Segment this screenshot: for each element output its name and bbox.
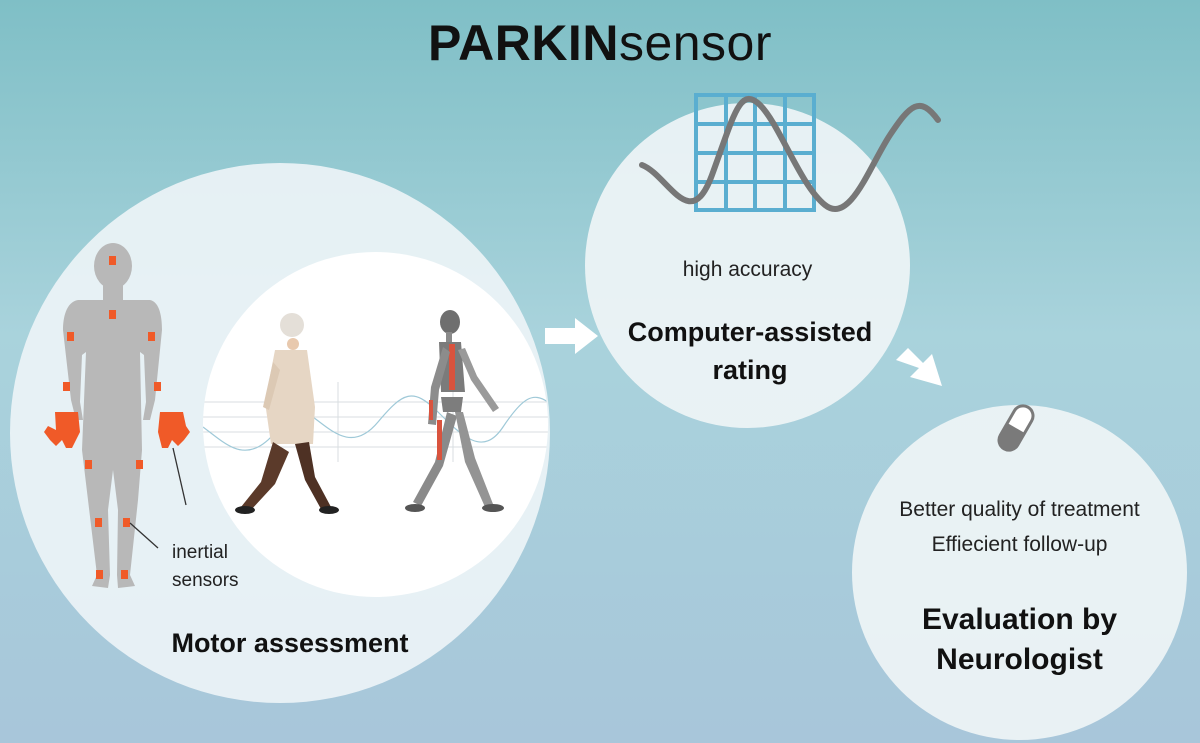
sensor-upper-arm-left [148, 332, 155, 341]
title-bold: PARKIN [427, 15, 619, 71]
sensor-markers [44, 256, 190, 579]
benefit-followup: Effiecient follow-up [931, 533, 1108, 556]
sensor-forearm-left [154, 382, 161, 391]
background-wave [203, 395, 548, 451]
arrow-down-right-icon [896, 348, 942, 386]
gait-scene-circle [203, 252, 548, 597]
robot-skeleton-icon [405, 310, 504, 512]
motor-assessment-label: Motor assessment [171, 628, 409, 658]
sensor-foot-right [96, 570, 103, 579]
neurologist-circle [852, 405, 1187, 740]
pill-capsule-icon [997, 404, 1035, 452]
arrow-right-icon [545, 318, 598, 354]
flow-arrows [545, 318, 942, 386]
sensor-thigh-right [85, 460, 92, 469]
computer-rating-label: Computer-assisted rating [600, 313, 900, 389]
page-title: PARKINsensor [0, 14, 1200, 72]
sensor-chest [109, 310, 116, 319]
sensor-forearm-right [63, 382, 70, 391]
neuro-label-line2: Neurologist [936, 643, 1103, 676]
sensor-hand-left [158, 412, 190, 448]
sensor-thigh-left [136, 460, 143, 469]
gait-scene [203, 310, 548, 514]
neurologist-label: Evaluation by Neurologist [852, 600, 1187, 680]
human-body-icon [63, 243, 162, 588]
high-accuracy-label: high accuracy [682, 258, 813, 281]
sensor-shin-left [123, 518, 130, 527]
sensor-upper-arm-right [67, 332, 74, 341]
computer-label-line1: Computer-assisted [627, 317, 873, 347]
sensor-head [109, 256, 116, 265]
neuro-label-line1: Evaluation by [921, 603, 1118, 636]
sine-wave-icon [639, 96, 941, 212]
inertial-sensors-label: inertial sensors [172, 539, 239, 595]
sensor-shin-right [95, 518, 102, 527]
grid-chart-icon [694, 93, 816, 212]
sensors-line2: sensors [172, 570, 239, 591]
sensor-foot-left [121, 570, 128, 579]
computer-label-line2: rating [712, 355, 788, 385]
sensor-hand-right [44, 412, 80, 448]
sensor-pointer-lines [129, 447, 187, 549]
title-light: sensor [618, 15, 773, 71]
computer-rating-circle [585, 103, 910, 428]
benefit-treatment: Better quality of treatment [899, 498, 1140, 521]
sensors-line1: inertial [172, 542, 228, 563]
walking-person-icon [235, 313, 339, 514]
